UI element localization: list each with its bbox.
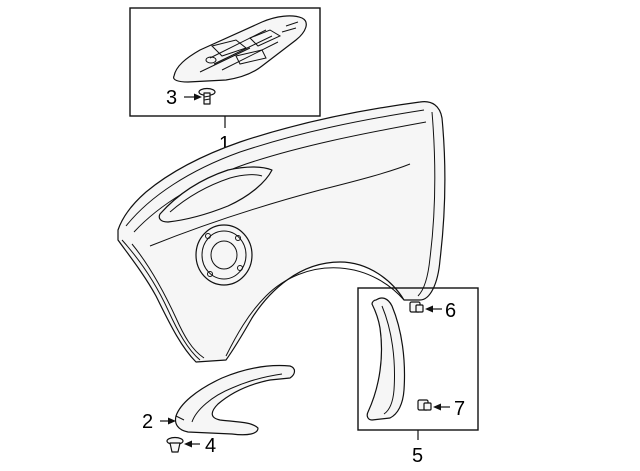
part-5-mud-guard[interactable]: [366, 297, 406, 421]
callout-5: 5: [412, 445, 423, 467]
part-4-clip[interactable]: [166, 436, 184, 453]
part-7-clip[interactable]: [417, 399, 432, 411]
part-6-clip[interactable]: [409, 301, 424, 313]
callout-6: 6: [445, 300, 456, 322]
leader-4-arrow: [184, 440, 192, 448]
callout-3: 3: [166, 87, 177, 109]
part-3-screw[interactable]: [198, 87, 216, 105]
callout-4: 4: [205, 435, 216, 457]
leader-6-arrow: [425, 305, 433, 313]
part-1-quarter-panel[interactable]: [117, 101, 446, 363]
callout-2: 2: [142, 411, 153, 433]
part-1-bracket[interactable]: [173, 15, 307, 83]
callout-1: 1: [219, 133, 230, 155]
leader-7-arrow: [433, 403, 441, 411]
leader-3-arrow: [194, 93, 202, 101]
callout-7: 7: [454, 398, 465, 420]
part-2-liner[interactable]: [174, 364, 296, 436]
leader-2-arrow: [168, 417, 176, 425]
